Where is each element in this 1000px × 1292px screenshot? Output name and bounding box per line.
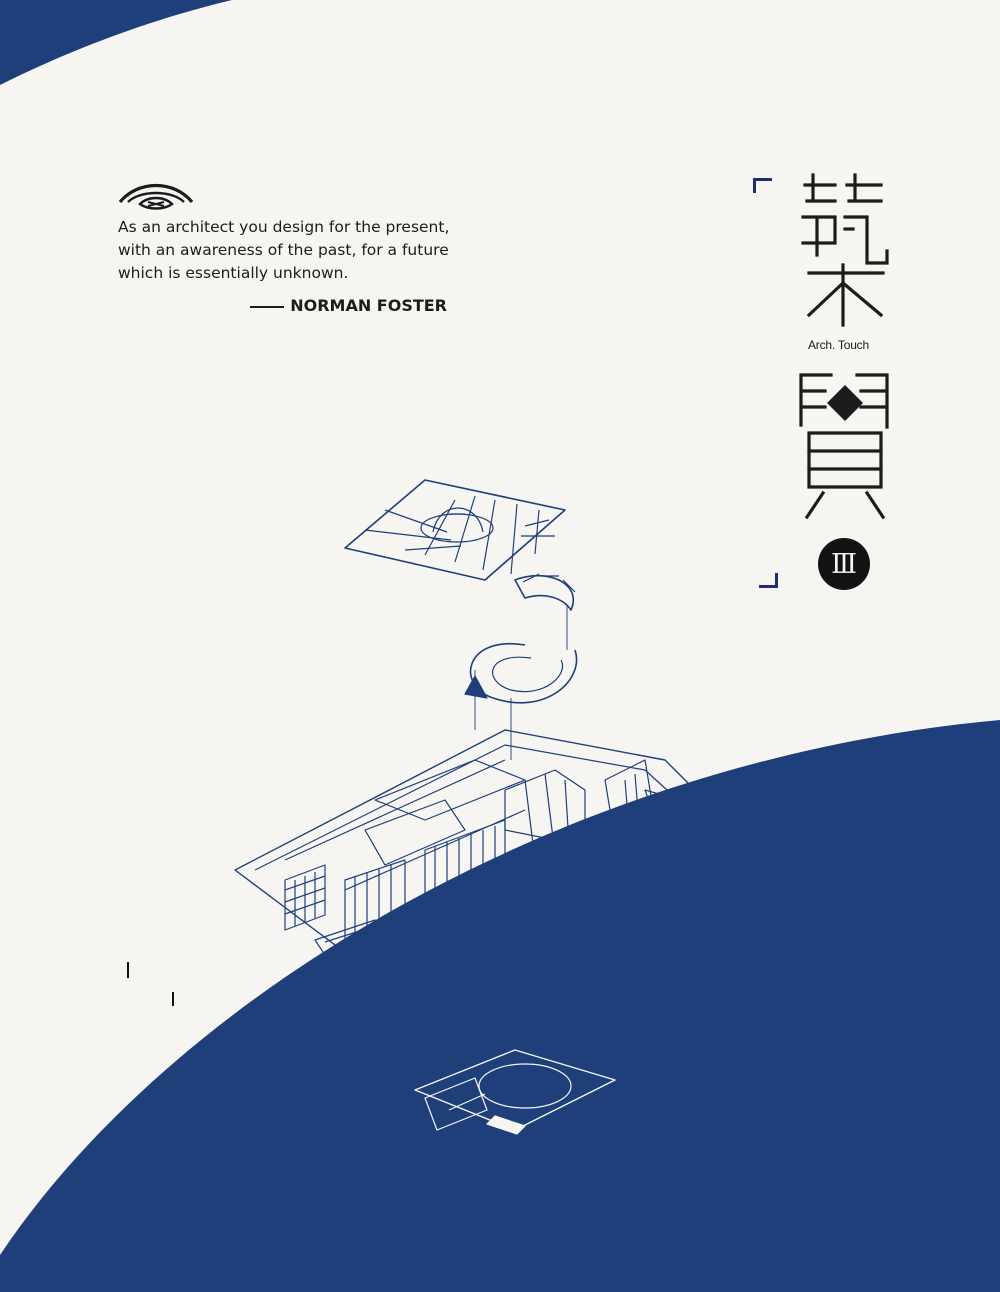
quote-line: As an architect you design for the prese… bbox=[118, 218, 450, 236]
attribution-dash bbox=[250, 305, 285, 308]
vertical-subtitle bbox=[745, 178, 785, 588]
eye-arch-logo-icon bbox=[118, 183, 194, 210]
bottom-navy-planet bbox=[0, 720, 1000, 1292]
author-dash bbox=[172, 992, 174, 1006]
quote-attribution: NORMAN FOSTER bbox=[242, 296, 447, 315]
reading-room-ring-layer bbox=[464, 642, 578, 760]
corner-bracket-open bbox=[752, 178, 772, 193]
corner-bracket-close bbox=[758, 573, 778, 588]
volume-badge: Ⅲ bbox=[818, 538, 870, 590]
quote-line: which is essentially unknown. bbox=[118, 264, 349, 282]
top-left-navy-arc bbox=[0, 0, 232, 85]
quote-line: with an awareness of the past, for a fut… bbox=[118, 241, 449, 259]
english-title: Arch. Touch bbox=[808, 338, 869, 352]
photographer-dash bbox=[127, 962, 129, 978]
lower-level-layer bbox=[414, 990, 616, 1135]
upper-ring-layer bbox=[514, 573, 576, 650]
roof-canopy-layer bbox=[344, 479, 566, 581]
exploded-axonometric-drawing bbox=[234, 479, 776, 1135]
quote-text: As an architect you design for the prese… bbox=[118, 216, 458, 285]
attribution-name: NORMAN FOSTER bbox=[290, 296, 447, 315]
stylized-title-logotype bbox=[799, 173, 889, 520]
credits-block bbox=[112, 868, 192, 1068]
museum-building-layer bbox=[234, 670, 776, 1031]
